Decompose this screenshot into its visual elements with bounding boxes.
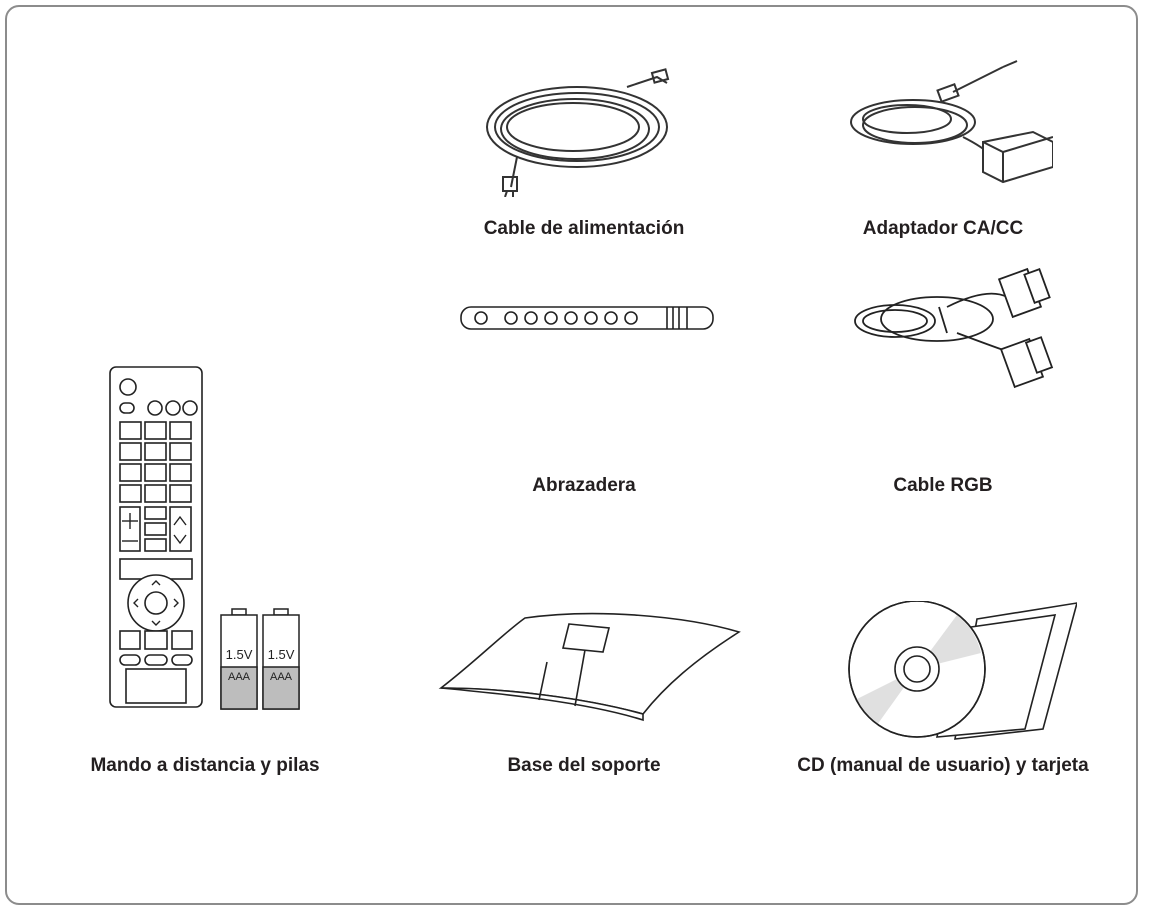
cable-clamp-icon	[460, 306, 714, 330]
power-cord-icon	[486, 68, 670, 197]
battery-icon	[262, 608, 300, 710]
item-label: Cable de alimentación	[483, 218, 685, 239]
accessories-panel: Cable de alimentación Adaptador CA/CC	[5, 5, 1138, 905]
battery-type: AAA	[269, 671, 292, 683]
cd-card-icon	[848, 601, 1077, 740]
item-label: Base del soporte	[507, 755, 661, 776]
battery-type: AAA	[227, 671, 250, 683]
ac-dc-adapter-icon	[850, 60, 1053, 184]
remote-control-icon	[109, 366, 203, 708]
item-label: Adaptador CA/CC	[862, 218, 1024, 239]
item-label: Mando a distancia y pilas	[90, 755, 320, 776]
battery-icon	[220, 608, 258, 710]
item-label: CD (manual de usuario) y tarjeta	[797, 755, 1089, 776]
battery-voltage: 1.5V	[225, 647, 253, 662]
stand-base-icon	[438, 612, 741, 722]
rgb-cable-icon	[854, 267, 1054, 389]
item-label: Cable RGB	[893, 475, 993, 496]
battery-voltage: 1.5V	[267, 647, 295, 662]
item-label: Abrazadera	[532, 475, 636, 496]
